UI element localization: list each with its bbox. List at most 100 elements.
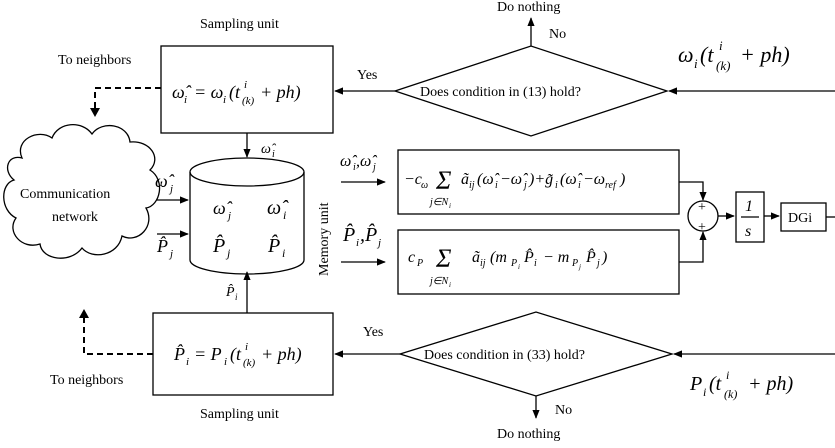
svg-text:i: i — [283, 208, 286, 222]
svg-text:(t: (t — [709, 373, 722, 395]
memory-omega-i: ω̂ i — [267, 197, 289, 222]
sum-plus-bottom: + — [698, 220, 706, 235]
dashed-arrowhead-top — [90, 108, 100, 117]
memory-p-j: P̂ j — [212, 234, 231, 260]
svg-text:j∈N: j∈N — [428, 197, 449, 208]
svg-text:j: j — [168, 248, 173, 260]
svg-text:)+g̃: )+g̃ — [528, 171, 554, 188]
svg-text:P̂: P̂ — [585, 247, 596, 266]
svg-text:j∈N: j∈N — [428, 276, 449, 287]
to-neighbors-bottom: To neighbors — [50, 373, 123, 388]
svg-text:P̂: P̂ — [156, 236, 168, 256]
svg-text:+ ph): + ph) — [260, 82, 301, 103]
svg-text:i: i — [449, 281, 451, 289]
svg-text:−ω: −ω — [583, 171, 605, 188]
svg-text:−c: −c — [404, 171, 422, 188]
svg-text:P̂: P̂ — [342, 223, 355, 246]
memory-unit-label: Memory unit — [317, 202, 332, 276]
dashed-link-bottom — [83, 316, 153, 355]
svg-text:P̂: P̂ — [523, 247, 534, 266]
svg-text:i: i — [353, 162, 356, 173]
svg-text:ij: ij — [469, 180, 475, 191]
svg-text:i: i — [244, 79, 247, 91]
svg-text:i: i — [235, 292, 238, 302]
to-neighbors-top: To neighbors — [58, 53, 131, 68]
svg-text:P: P — [416, 258, 423, 269]
svg-text:P̂: P̂ — [173, 344, 185, 364]
svg-text:i: i — [282, 246, 285, 260]
svg-text:i: i — [224, 356, 227, 368]
p-hat-i-label: P̂ i — [225, 284, 238, 302]
svg-text:ω: ω — [421, 180, 428, 191]
svg-text:ã: ã — [472, 249, 480, 266]
svg-text:i: i — [719, 38, 723, 53]
condition-13-text: Does condition in (13) hold? — [420, 85, 581, 100]
svg-text:i: i — [245, 341, 248, 353]
svg-text:ω: ω — [678, 42, 694, 67]
svg-text:i: i — [272, 149, 275, 160]
svg-text:− m: − m — [543, 249, 569, 266]
svg-text:P: P — [571, 258, 578, 269]
svg-text:i: i — [555, 180, 558, 191]
svg-text:P̂: P̂ — [212, 234, 225, 257]
svg-text:i: i — [184, 94, 187, 106]
svg-text:Σ: Σ — [435, 166, 452, 195]
svg-text:ã: ã — [461, 171, 469, 188]
memory-p-i: P̂ i — [267, 234, 285, 260]
memory-unit-cylinder — [189, 157, 305, 275]
svg-text:ref: ref — [605, 180, 617, 191]
p-sample-equation: P̂ i = P i (t i (k) + ph) — [173, 341, 302, 369]
omega-input-label: ω i (t i (k) + ph) — [678, 38, 790, 73]
communication-network-cloud — [3, 124, 161, 259]
svg-text:(k): (k) — [716, 58, 730, 73]
memory-out-omega-label: ω̂ i ,ω̂ j — [340, 153, 377, 173]
svg-text:(k): (k) — [242, 95, 255, 107]
svg-text:j: j — [226, 210, 231, 222]
sampling-unit-bottom-label: Sampling unit — [200, 407, 279, 422]
svg-text:P: P — [689, 373, 702, 395]
svg-text:i: i — [703, 385, 706, 399]
svg-text:ω̂: ω̂ — [172, 82, 192, 102]
p-hat-j-input-label: P̂ j — [156, 236, 173, 260]
sum-plus-top: + — [698, 200, 706, 215]
no-label-top: No — [549, 27, 566, 42]
power-term-equation: c P Σ j∈N i ã ij (m P i P̂ i − m P j P̂ … — [408, 244, 607, 289]
svg-text:(m: (m — [490, 249, 507, 266]
integrator-block — [735, 191, 765, 243]
do-nothing-bottom: Do nothing — [497, 427, 560, 442]
frequency-term-equation: −c ω Σ j∈N i ã ij (ω̂ i −ω̂ j )+g̃ i (ω̂… — [404, 166, 625, 210]
svg-text:): ) — [601, 249, 607, 266]
yes-label-bottom: Yes — [363, 325, 383, 340]
svg-text:+ ph): + ph) — [261, 344, 302, 365]
svg-text:i: i — [223, 94, 226, 106]
svg-text:j: j — [371, 162, 376, 173]
memory-omega-j: ω̂ j — [213, 198, 233, 222]
svg-text:(t: (t — [230, 344, 242, 365]
svg-text:+ ph): + ph) — [740, 42, 790, 67]
svg-text:j: j — [376, 237, 381, 249]
svg-text:j: j — [522, 180, 527, 191]
p-input-label: P i (t i (k) + ph) — [689, 368, 793, 401]
condition-33-diamond — [397, 311, 675, 397]
omega-hat-j-input-label: ω̂ j — [155, 171, 175, 195]
svg-text:P: P — [510, 258, 517, 269]
svg-text:j: j — [578, 263, 581, 271]
svg-text:(t: (t — [700, 42, 714, 67]
svg-text:i: i — [726, 368, 729, 382]
svg-text:= P: = P — [194, 344, 222, 364]
svg-text:= ω: = ω — [194, 82, 223, 102]
svg-text:i: i — [534, 258, 537, 269]
communication-label-1: Communication — [20, 187, 110, 202]
dashed-arrowhead-bottom — [79, 309, 89, 318]
svg-text:c: c — [408, 249, 415, 266]
svg-text:i: i — [186, 356, 189, 368]
svg-text:): ) — [619, 171, 625, 188]
svg-text:(t: (t — [229, 82, 241, 103]
svg-text:(k): (k) — [243, 357, 256, 369]
integrator-numerator: 1 — [745, 198, 753, 215]
svg-text:Σ: Σ — [435, 244, 452, 273]
dashed-link-top — [94, 87, 161, 110]
svg-text:i: i — [694, 56, 698, 71]
power-to-sum-line — [679, 231, 707, 263]
